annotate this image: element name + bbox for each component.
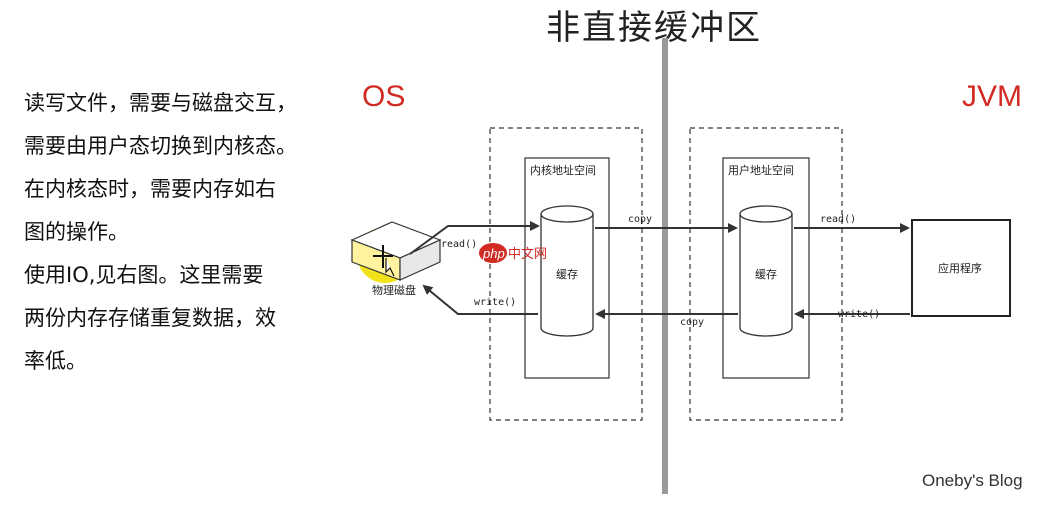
watermark-cn-text: 中文网: [508, 247, 547, 262]
kernel-dashed-box: [489, 127, 643, 421]
kernel-buffer-label: 缓存: [556, 267, 578, 281]
kernel-space-box: [524, 157, 610, 379]
user-buffer-cylinder: [739, 205, 793, 337]
read-label-left: read(): [441, 239, 477, 250]
user-space-label: 用户地址空间: [728, 163, 794, 177]
description-text: 读写文件，需要与磁盘交互， 需要由用户态切换到内核态。 在内核态时，需要内存如右…: [24, 82, 334, 383]
description-line: 图的操作。: [24, 220, 129, 244]
jvm-label: JVM: [962, 80, 1022, 113]
user-space-box: [722, 157, 810, 379]
write-label-right: write(): [838, 309, 880, 320]
blog-watermark: Oneby's Blog: [922, 471, 1023, 490]
description-line: 在内核态时，需要内存如右: [24, 177, 276, 201]
description-line: 读写文件，需要与磁盘交互，: [24, 91, 297, 115]
os-label: OS: [362, 80, 406, 113]
kernel-buffer-cylinder: [540, 205, 594, 337]
description-line: 需要由用户态切换到内核态。: [24, 134, 297, 158]
php-watermark-logo: php 中文网: [479, 243, 547, 263]
read-arrow-left: [409, 221, 540, 255]
description-line: 两份内存存储重复数据，效: [24, 306, 276, 330]
application-label: 应用程序: [938, 261, 982, 275]
physical-disk-icon: [350, 221, 442, 283]
read-label-right: read(): [820, 214, 856, 225]
kernel-space-label: 内核地址空间: [530, 163, 596, 177]
center-divider: [662, 38, 668, 494]
user-buffer-label: 缓存: [755, 267, 777, 281]
copy-label-top: copy: [628, 214, 652, 225]
copy-label-bottom: copy: [680, 317, 704, 328]
write-arrow-left: [422, 284, 538, 315]
description-line: 率低。: [24, 349, 87, 373]
user-dashed-box: [689, 127, 843, 421]
watermark-php-text: php: [482, 246, 505, 261]
application-box: [911, 219, 1011, 317]
write-label-left: write(): [474, 297, 516, 308]
page-title: 非直接缓冲区: [546, 8, 762, 48]
physical-disk-label: 物理磁盘: [372, 283, 416, 297]
description-line: 使用IO,见右图。这里需要: [24, 263, 264, 287]
